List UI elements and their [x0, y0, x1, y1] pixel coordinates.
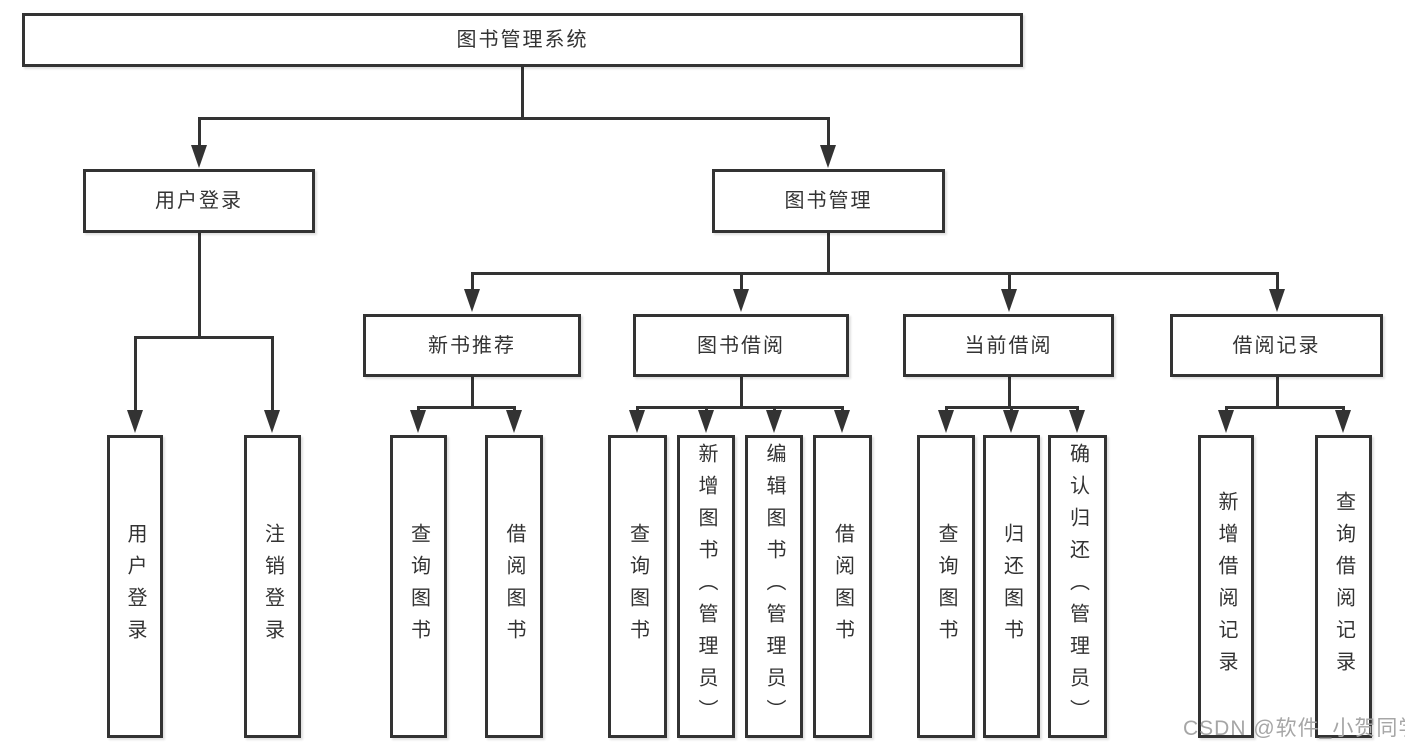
- node-book-mgmt: 图书管理: [712, 169, 945, 233]
- node-label: 用户登录: [155, 190, 243, 212]
- connector-line: [133, 336, 137, 413]
- node-label: 查询图书: [407, 522, 430, 651]
- node-leaf-borrow-book-2: 借阅图书: [813, 435, 872, 738]
- node-label: 编辑图书（管理员）: [763, 442, 785, 731]
- connector-line: [739, 272, 743, 292]
- node-label: 新增图书（管理员）: [695, 442, 717, 731]
- node-label: 图书借阅: [697, 334, 785, 357]
- node-label: 新书推荐: [428, 334, 516, 357]
- connector-line: [197, 117, 830, 120]
- connector-line: [197, 117, 201, 148]
- node-leaf-query-book-1: 查询图书: [390, 435, 447, 738]
- arrowhead-down-icon: [464, 289, 480, 312]
- csdn-watermark: CSDN @软件_小贺同学: [1183, 717, 1405, 740]
- arrowhead-down-icon: [264, 410, 280, 433]
- arrowhead-down-icon: [191, 145, 207, 168]
- connector-line: [1275, 376, 1279, 409]
- connector-line: [1009, 406, 1013, 413]
- arrowhead-down-icon: [127, 410, 143, 433]
- node-label: 确认归还（管理员）: [1066, 442, 1089, 731]
- connector-line: [133, 336, 274, 339]
- arrowhead-down-icon: [410, 410, 426, 433]
- node-root: 图书管理系统: [22, 13, 1023, 67]
- node-label: 注销登录: [261, 522, 284, 651]
- node-leaf-query-book-2: 查询图书: [608, 435, 667, 738]
- node-leaf-borrow-book-1: 借阅图书: [485, 435, 543, 738]
- node-leaf-user-login: 用户登录: [107, 435, 163, 738]
- connector-line: [826, 232, 830, 275]
- connector-line: [470, 376, 474, 409]
- node-label: 借阅图书: [831, 522, 854, 651]
- connector-line: [1341, 406, 1345, 413]
- node-label: 查询图书: [626, 522, 649, 651]
- connector-line: [270, 336, 274, 413]
- arrowhead-down-icon: [698, 410, 714, 433]
- node-new-book-rec: 新书推荐: [363, 314, 581, 377]
- connector-line: [944, 406, 948, 413]
- connector-line: [520, 66, 524, 120]
- node-label: 图书管理系统: [456, 29, 589, 51]
- node-book-borrow: 图书借阅: [633, 314, 849, 377]
- node-leaf-query-record: 查询借阅记录: [1315, 435, 1372, 738]
- connector-line: [840, 406, 844, 413]
- arrowhead-down-icon: [766, 410, 782, 433]
- connector-line: [470, 272, 474, 292]
- arrowhead-down-icon: [1218, 410, 1234, 433]
- arrowhead-down-icon: [1269, 289, 1285, 312]
- node-leaf-logout: 注销登录: [244, 435, 301, 738]
- arrowhead-down-icon: [1335, 410, 1351, 433]
- node-label: 新增借阅记录: [1215, 490, 1237, 683]
- connector-line: [416, 406, 420, 413]
- connector-line: [1275, 272, 1279, 292]
- connector-line: [512, 406, 516, 413]
- node-current-borrow: 当前借阅: [903, 314, 1114, 377]
- node-label: 查询图书: [935, 522, 957, 651]
- node-label: 归还图书: [1000, 522, 1023, 651]
- arrowhead-down-icon: [1069, 410, 1085, 433]
- connector-line: [635, 406, 844, 409]
- node-leaf-edit-book: 编辑图书（管理员）: [745, 435, 803, 738]
- node-leaf-add-record: 新增借阅记录: [1198, 435, 1254, 738]
- node-label: 图书管理: [784, 190, 873, 212]
- connector-line: [739, 376, 743, 409]
- connector-line: [1224, 406, 1345, 409]
- connector-line: [1075, 406, 1079, 413]
- arrowhead-down-icon: [1001, 289, 1017, 312]
- connector-line: [470, 272, 1279, 275]
- connector-line: [1007, 272, 1011, 292]
- connector-line: [772, 406, 776, 413]
- connector-line: [416, 406, 516, 409]
- arrowhead-down-icon: [506, 410, 522, 433]
- arrowhead-down-icon: [820, 145, 836, 168]
- node-leaf-return-book: 归还图书: [983, 435, 1040, 738]
- connector-line: [1224, 406, 1228, 413]
- arrowhead-down-icon: [1003, 410, 1019, 433]
- node-leaf-confirm-return: 确认归还（管理员）: [1048, 435, 1107, 738]
- node-user-login: 用户登录: [83, 169, 315, 233]
- connector-line: [1007, 376, 1011, 409]
- connector-line: [197, 232, 201, 339]
- node-label: 查询借阅记录: [1332, 490, 1355, 683]
- arrowhead-down-icon: [834, 410, 850, 433]
- connector-line: [826, 117, 830, 148]
- node-leaf-add-book: 新增图书（管理员）: [677, 435, 735, 738]
- connector-line: [635, 406, 639, 413]
- node-borrow-records: 借阅记录: [1170, 314, 1383, 377]
- node-label: 借阅记录: [1232, 334, 1321, 357]
- node-label: 当前借阅: [964, 334, 1053, 357]
- node-label: 用户登录: [124, 522, 146, 651]
- arrowhead-down-icon: [733, 289, 749, 312]
- arrowhead-down-icon: [938, 410, 954, 433]
- arrowhead-down-icon: [629, 410, 645, 433]
- node-leaf-query-book-3: 查询图书: [917, 435, 975, 738]
- connector-line: [704, 406, 708, 413]
- node-label: 借阅图书: [503, 522, 525, 651]
